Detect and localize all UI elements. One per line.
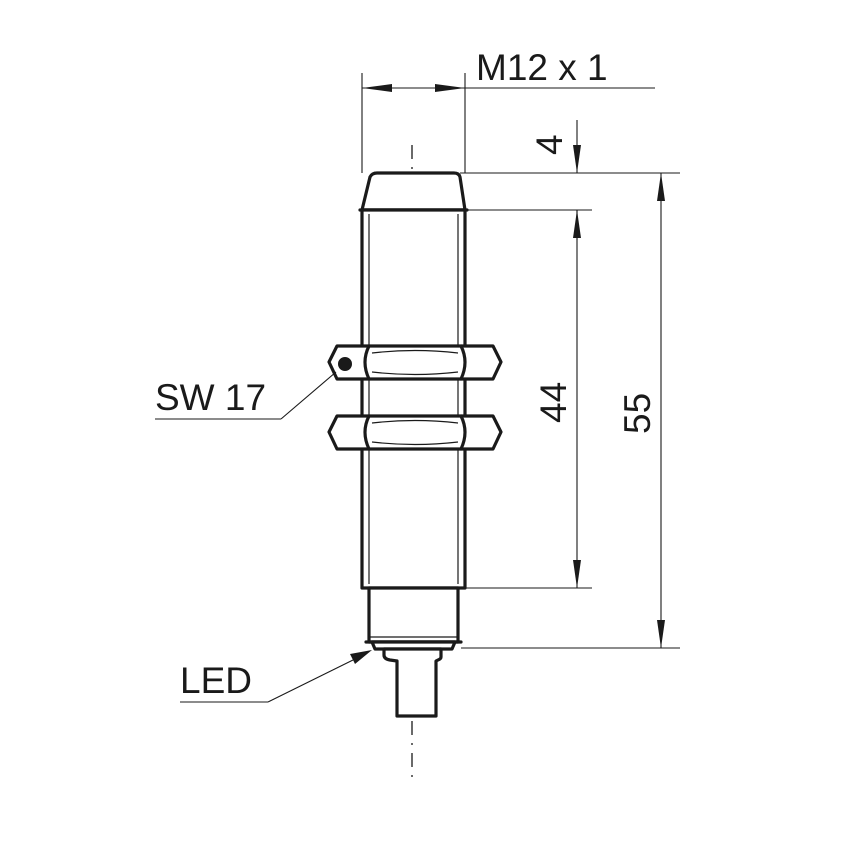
thread-barrel xyxy=(360,208,467,590)
thread-dimension: M12 x 1 xyxy=(361,47,655,173)
led-label: LED xyxy=(180,660,252,701)
sensor-body xyxy=(358,171,469,718)
connector-pin xyxy=(382,647,443,718)
thread-label: M12 x 1 xyxy=(476,47,608,88)
dimension-4: 4 xyxy=(529,120,581,240)
dimension-44: 44 xyxy=(533,210,581,588)
dimension-55-label: 55 xyxy=(617,393,658,434)
dimension-44-label: 44 xyxy=(533,382,574,423)
led-callout: LED xyxy=(180,650,372,703)
sensing-face xyxy=(360,171,467,212)
rear-housing xyxy=(367,586,460,644)
led-ring xyxy=(370,640,457,651)
nut-callout: SW 17 xyxy=(155,371,337,420)
dimension-55: 55 xyxy=(617,173,665,648)
lock-nut-top xyxy=(327,344,503,381)
nut-label: SW 17 xyxy=(155,377,266,418)
lock-nut-bottom xyxy=(327,414,503,451)
dimension-4-label: 4 xyxy=(529,134,570,155)
nut-marker-dot xyxy=(336,355,354,373)
